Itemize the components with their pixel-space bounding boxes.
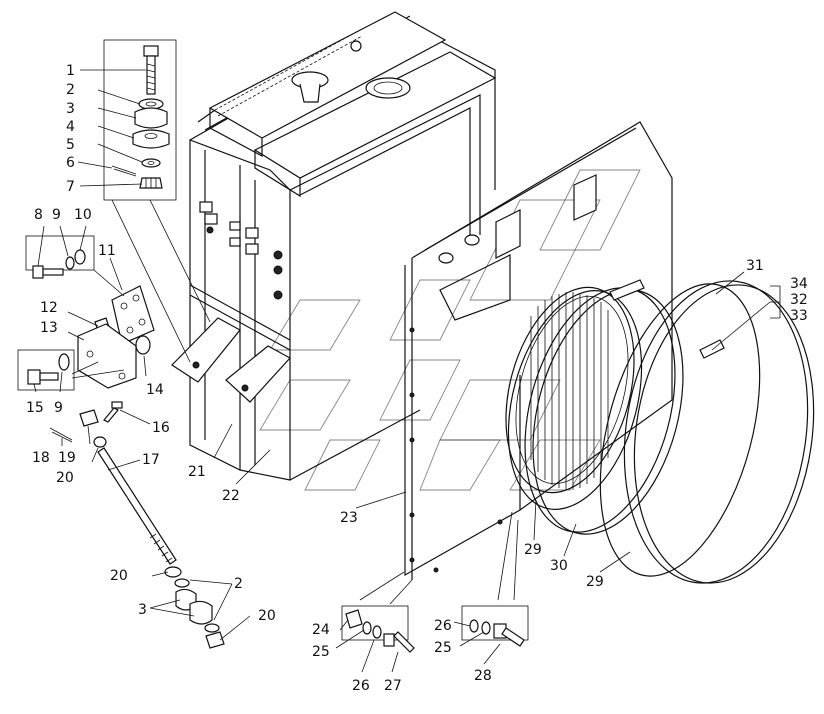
callout-25a: 25 — [312, 644, 330, 660]
callout-24: 24 — [312, 622, 330, 638]
callout-7: 7 — [66, 179, 75, 195]
top-mount-assembly — [103, 39, 177, 201]
callout-1: 1 — [66, 63, 75, 79]
callout-2b: 2 — [234, 576, 243, 592]
callout-12: 12 — [40, 300, 58, 316]
callout-15: 15 — [26, 400, 44, 416]
shroud-grille-lines — [530, 292, 609, 490]
callout-2: 2 — [66, 82, 75, 98]
callout-9: 9 — [52, 207, 61, 223]
radiator-core — [171, 11, 497, 481]
callout-29a: 29 — [524, 542, 542, 558]
callout-19: 19 — [58, 450, 76, 466]
callout-11: 11 — [98, 243, 116, 259]
fan-shroud — [404, 121, 673, 580]
callout-25b: 25 — [434, 640, 452, 656]
leader-lines — [33, 69, 781, 673]
lower-rod-hardware — [164, 566, 225, 649]
callout-10: 10 — [74, 207, 92, 223]
side-fittings — [199, 201, 283, 300]
callout-27: 27 — [384, 678, 402, 694]
left-bracket-assembly — [17, 235, 177, 565]
callout-20a: 20 — [56, 470, 74, 486]
callout-6: 6 — [66, 155, 75, 171]
callout-18: 18 — [32, 450, 50, 466]
callout-29b: 29 — [586, 574, 604, 590]
callout-labels: 1 2 3 4 5 6 7 8 9 10 11 12 13 14 15 9 16… — [26, 63, 808, 694]
callout-16: 16 — [152, 420, 170, 436]
callout-8: 8 — [34, 207, 43, 223]
callout-26a: 26 — [352, 678, 370, 694]
bottom-hardware — [341, 605, 529, 653]
callout-32: 32 — [790, 292, 808, 308]
shroud-rings — [507, 279, 815, 584]
callout-20b: 20 — [110, 568, 128, 584]
callout-28: 28 — [474, 668, 492, 684]
callout-4: 4 — [66, 119, 75, 135]
callout-30: 30 — [550, 558, 568, 574]
callout-23: 23 — [340, 510, 358, 526]
callout-34: 34 — [790, 276, 808, 292]
callout-26b: 26 — [434, 618, 452, 634]
callout-33: 33 — [790, 308, 808, 324]
callout-31: 31 — [746, 258, 764, 274]
callout-13: 13 — [40, 320, 58, 336]
callout-20c: 20 — [258, 608, 276, 624]
callout-9b: 9 — [54, 400, 63, 416]
watermark-logo — [259, 169, 641, 491]
callout-5: 5 — [66, 137, 75, 153]
callout-21: 21 — [188, 464, 206, 480]
callout-3b: 3 — [138, 602, 147, 618]
callout-3: 3 — [66, 101, 75, 117]
callout-17: 17 — [142, 452, 160, 468]
callout-22: 22 — [222, 488, 240, 504]
callout-14: 14 — [146, 382, 164, 398]
